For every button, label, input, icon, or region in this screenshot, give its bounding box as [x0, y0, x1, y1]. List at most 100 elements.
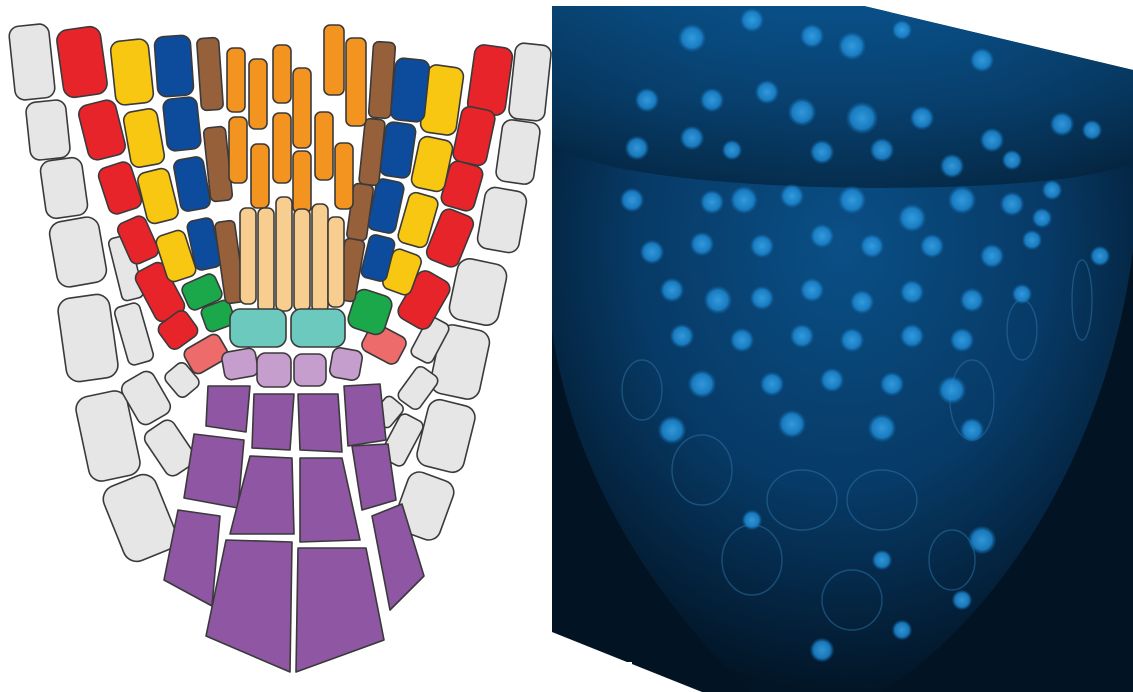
- nucleus: [960, 288, 984, 312]
- nucleus: [938, 376, 966, 404]
- columella-cell: [344, 384, 386, 446]
- nucleus: [870, 138, 894, 162]
- nucleus: [846, 102, 878, 134]
- vascular-cell: [227, 48, 245, 112]
- nucleus: [760, 372, 784, 396]
- nucleus: [1050, 112, 1074, 136]
- root-tip-schematic: [0, 0, 552, 692]
- vascular-cell: [229, 117, 247, 183]
- nucleus: [940, 154, 964, 178]
- columella-stem-cell: [257, 353, 291, 387]
- vascular-cell: [251, 144, 269, 208]
- columella-cell: [206, 540, 292, 672]
- columella-stem-cell: [329, 347, 364, 382]
- columella-cell: [184, 434, 244, 508]
- nucleus: [635, 88, 659, 112]
- endodermis-cell: [162, 96, 201, 151]
- nucleus: [742, 510, 762, 530]
- nucleus: [625, 136, 649, 160]
- endodermis-cell: [390, 57, 430, 122]
- vascular-initial-cell: [240, 208, 256, 304]
- nucleus: [820, 368, 844, 392]
- lateral-root-cap-cell: [113, 302, 155, 367]
- nucleus: [1012, 284, 1032, 304]
- vascular-cell: [335, 143, 353, 209]
- pericycle-cell: [359, 118, 386, 186]
- vascular-cell: [273, 113, 291, 183]
- nucleus: [880, 372, 904, 396]
- nucleus: [850, 290, 874, 314]
- nucleus: [658, 416, 686, 444]
- vascular-cell: [324, 25, 344, 95]
- nucleus: [788, 98, 816, 126]
- nucleus: [750, 234, 774, 258]
- lateral-root-cap-cell: [447, 256, 509, 327]
- nucleus: [1000, 192, 1024, 216]
- nucleus: [872, 550, 892, 570]
- nucleus: [950, 328, 974, 352]
- endodermis-cell: [367, 178, 405, 235]
- fluorescence-micrograph: [552, 0, 1133, 692]
- pericycle-cell: [368, 41, 395, 118]
- nucleus: [810, 140, 834, 164]
- nucleus: [660, 278, 684, 302]
- nucleus: [970, 48, 994, 72]
- nucleus: [704, 286, 732, 314]
- lateral-root-cap-cell: [8, 23, 56, 101]
- lateral-root-cap-cell: [39, 156, 89, 219]
- nucleus: [1090, 246, 1110, 266]
- epidermis-cell: [466, 44, 513, 117]
- nucleus: [948, 186, 976, 214]
- root-tip-schematic-panel: [0, 0, 552, 692]
- nucleus: [910, 106, 934, 130]
- vascular-initial-cell: [294, 209, 310, 311]
- vascular-initial-cell: [312, 204, 328, 312]
- columella-cell: [298, 394, 342, 452]
- nucleus: [670, 324, 694, 348]
- nucleus: [730, 328, 754, 352]
- nucleus: [838, 186, 866, 214]
- lateral-root-cap-cell: [25, 99, 71, 161]
- nucleus: [892, 20, 912, 40]
- endodermis-cell: [154, 35, 194, 97]
- nucleus: [980, 244, 1004, 268]
- vascular-cell: [273, 45, 291, 103]
- nucleus: [900, 324, 924, 348]
- nucleus: [1002, 150, 1022, 170]
- nucleus: [790, 324, 814, 348]
- nucleus: [700, 88, 724, 112]
- lateral-root-cap-cell: [99, 470, 181, 565]
- vascular-cell: [249, 59, 267, 129]
- nucleus: [690, 232, 714, 256]
- nucleus: [750, 286, 774, 310]
- nucleus: [800, 278, 824, 302]
- nucleus: [838, 32, 866, 60]
- nucleus: [780, 184, 804, 208]
- quiescent-center-cell: [291, 309, 345, 347]
- nucleus: [1082, 120, 1102, 140]
- nucleus: [868, 414, 896, 442]
- nucleus: [1042, 180, 1062, 200]
- vascular-cell: [293, 151, 311, 213]
- vascular-cell: [315, 112, 333, 180]
- micrograph-panel: [552, 0, 1133, 692]
- quiescent-center-cell: [230, 309, 286, 347]
- nucleus: [640, 240, 664, 264]
- nucleus: [980, 128, 1004, 152]
- nucleus: [678, 24, 706, 52]
- nucleus: [755, 80, 779, 104]
- columella-cell: [296, 548, 384, 672]
- lateral-root-cap-cell: [508, 42, 552, 121]
- nucleus: [960, 418, 984, 442]
- vascular-initial-cell: [276, 197, 292, 311]
- nucleus: [898, 204, 926, 232]
- nucleus: [892, 620, 912, 640]
- nucleus: [680, 126, 704, 150]
- lateral-root-cap-cell: [56, 293, 119, 383]
- nucleus: [740, 8, 764, 32]
- nucleus: [1032, 208, 1052, 228]
- cortex-cell: [110, 38, 154, 106]
- epidermis-cell: [77, 98, 127, 162]
- nucleus: [840, 328, 864, 352]
